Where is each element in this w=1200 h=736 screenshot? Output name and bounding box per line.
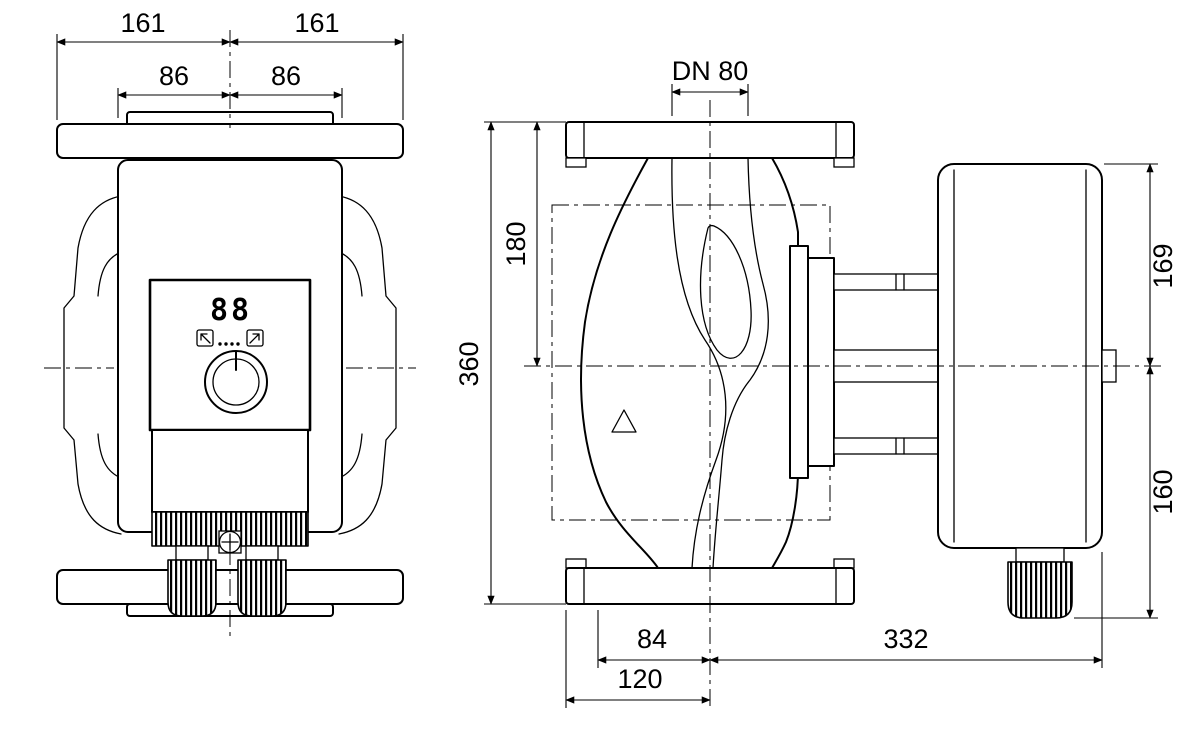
side-view — [524, 100, 1162, 710]
flow-direction-icon — [611, 409, 637, 433]
front-view: 88 — [44, 30, 416, 640]
led-display: 88 — [210, 293, 252, 328]
cable-gland-right — [237, 545, 287, 617]
dim-label-overall-left: 161 — [120, 8, 165, 38]
dim-label-overall-right: 161 — [294, 8, 339, 38]
dim-label-dn: DN 80 — [672, 56, 749, 86]
front-dimensions: 161 161 86 86 — [56, 8, 404, 120]
dim-label-160: 160 — [1148, 469, 1178, 514]
motor-flange — [789, 245, 939, 479]
screw-icon — [218, 530, 242, 554]
front-centerlines — [44, 30, 416, 640]
dim-label-half-right: 86 — [271, 61, 301, 91]
dim-label-169: 169 — [1148, 243, 1178, 288]
display-dots — [218, 342, 240, 346]
cable-gland-left — [167, 545, 217, 617]
dim-label-84: 84 — [637, 624, 667, 654]
side-dimensions: DN 80 180 360 169 160 84 332 120 — [454, 56, 1178, 708]
display-icon-right — [246, 329, 264, 347]
cable-gland-side — [1007, 561, 1073, 619]
terminal-box — [151, 429, 309, 513]
volute-casing — [580, 157, 799, 569]
display-icon-left — [196, 329, 214, 347]
dim-label-332: 332 — [883, 624, 928, 654]
top-flange-plate — [56, 123, 404, 159]
electronics-module — [937, 163, 1117, 619]
side-centerlines — [524, 100, 1162, 710]
dim-label-360: 360 — [454, 341, 484, 386]
dim-label-half-left: 86 — [159, 61, 189, 91]
control-knob[interactable] — [204, 350, 268, 414]
dim-label-180: 180 — [501, 221, 531, 266]
dim-label-120: 120 — [617, 664, 662, 694]
